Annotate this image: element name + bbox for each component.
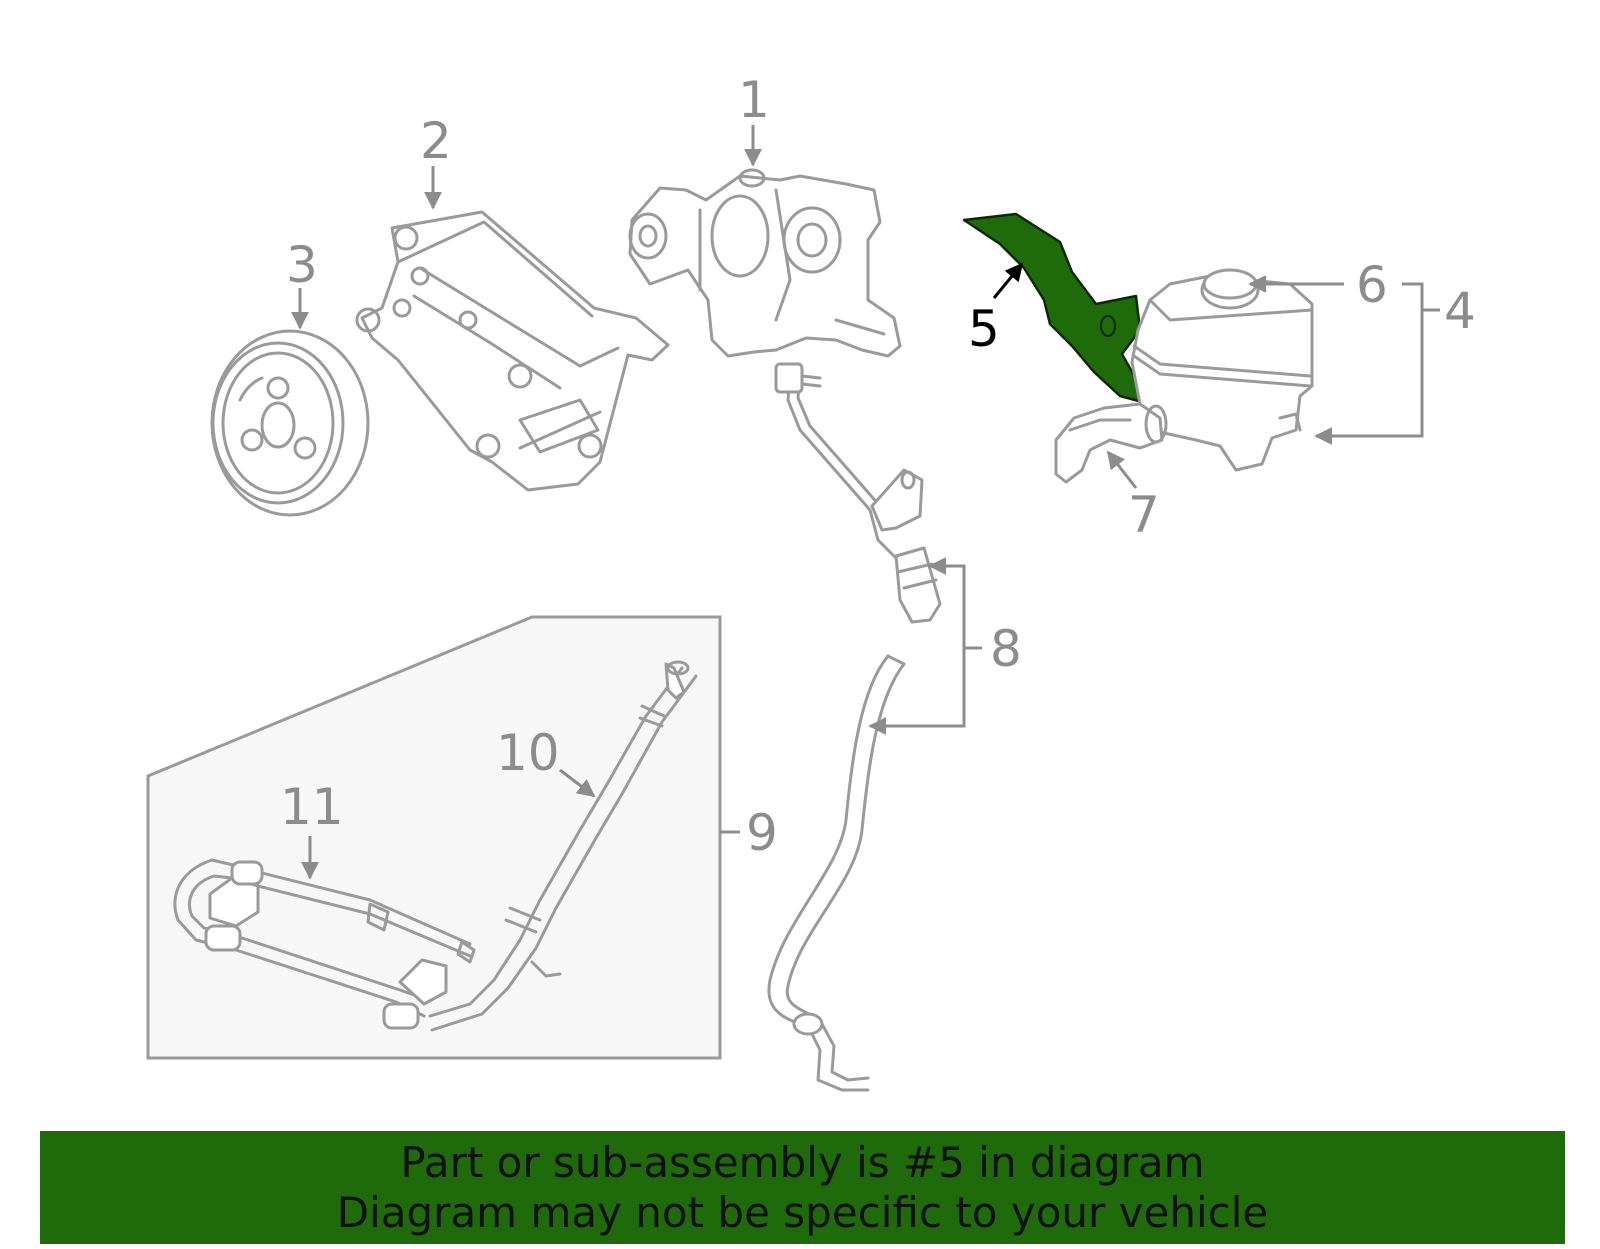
leader-10	[559, 768, 596, 798]
bracket-part[interactable]	[355, 210, 670, 492]
callout-4: 4	[1444, 282, 1476, 340]
callout-5: 5	[968, 300, 1000, 358]
callout-2: 2	[420, 112, 452, 170]
pump-part[interactable]	[628, 168, 902, 358]
inset-box	[146, 615, 722, 1060]
callout-6: 6	[1356, 256, 1388, 314]
callout-3: 3	[286, 236, 318, 294]
leader-7	[1106, 450, 1138, 489]
callout-1: 1	[738, 71, 770, 129]
cooler-part[interactable]	[173, 858, 476, 1030]
banner-line-part-number: Part or sub-assembly is #5 in diagram	[400, 1137, 1205, 1187]
pulley-part[interactable]	[210, 329, 370, 517]
cooler-line-part[interactable]	[428, 660, 698, 1032]
shield-hole	[1100, 315, 1116, 337]
callout-8: 8	[990, 620, 1022, 678]
pressure-hose-lower-part[interactable]	[767, 654, 906, 1092]
callout-9: 9	[746, 804, 778, 862]
leader-5	[992, 262, 1024, 299]
info-banner: Part or sub-assembly is #5 in diagram Di…	[40, 1131, 1565, 1244]
reservoir-hose-part[interactable]	[1054, 402, 1168, 484]
callout-7: 7	[1128, 486, 1160, 544]
bracket-4	[1314, 282, 1424, 445]
banner-line-disclaimer: Diagram may not be specific to your vehi…	[336, 1187, 1269, 1237]
callout-10: 10	[496, 724, 560, 782]
pressure-hose-upper-part[interactable]	[774, 362, 942, 624]
callout-11: 11	[280, 778, 344, 836]
